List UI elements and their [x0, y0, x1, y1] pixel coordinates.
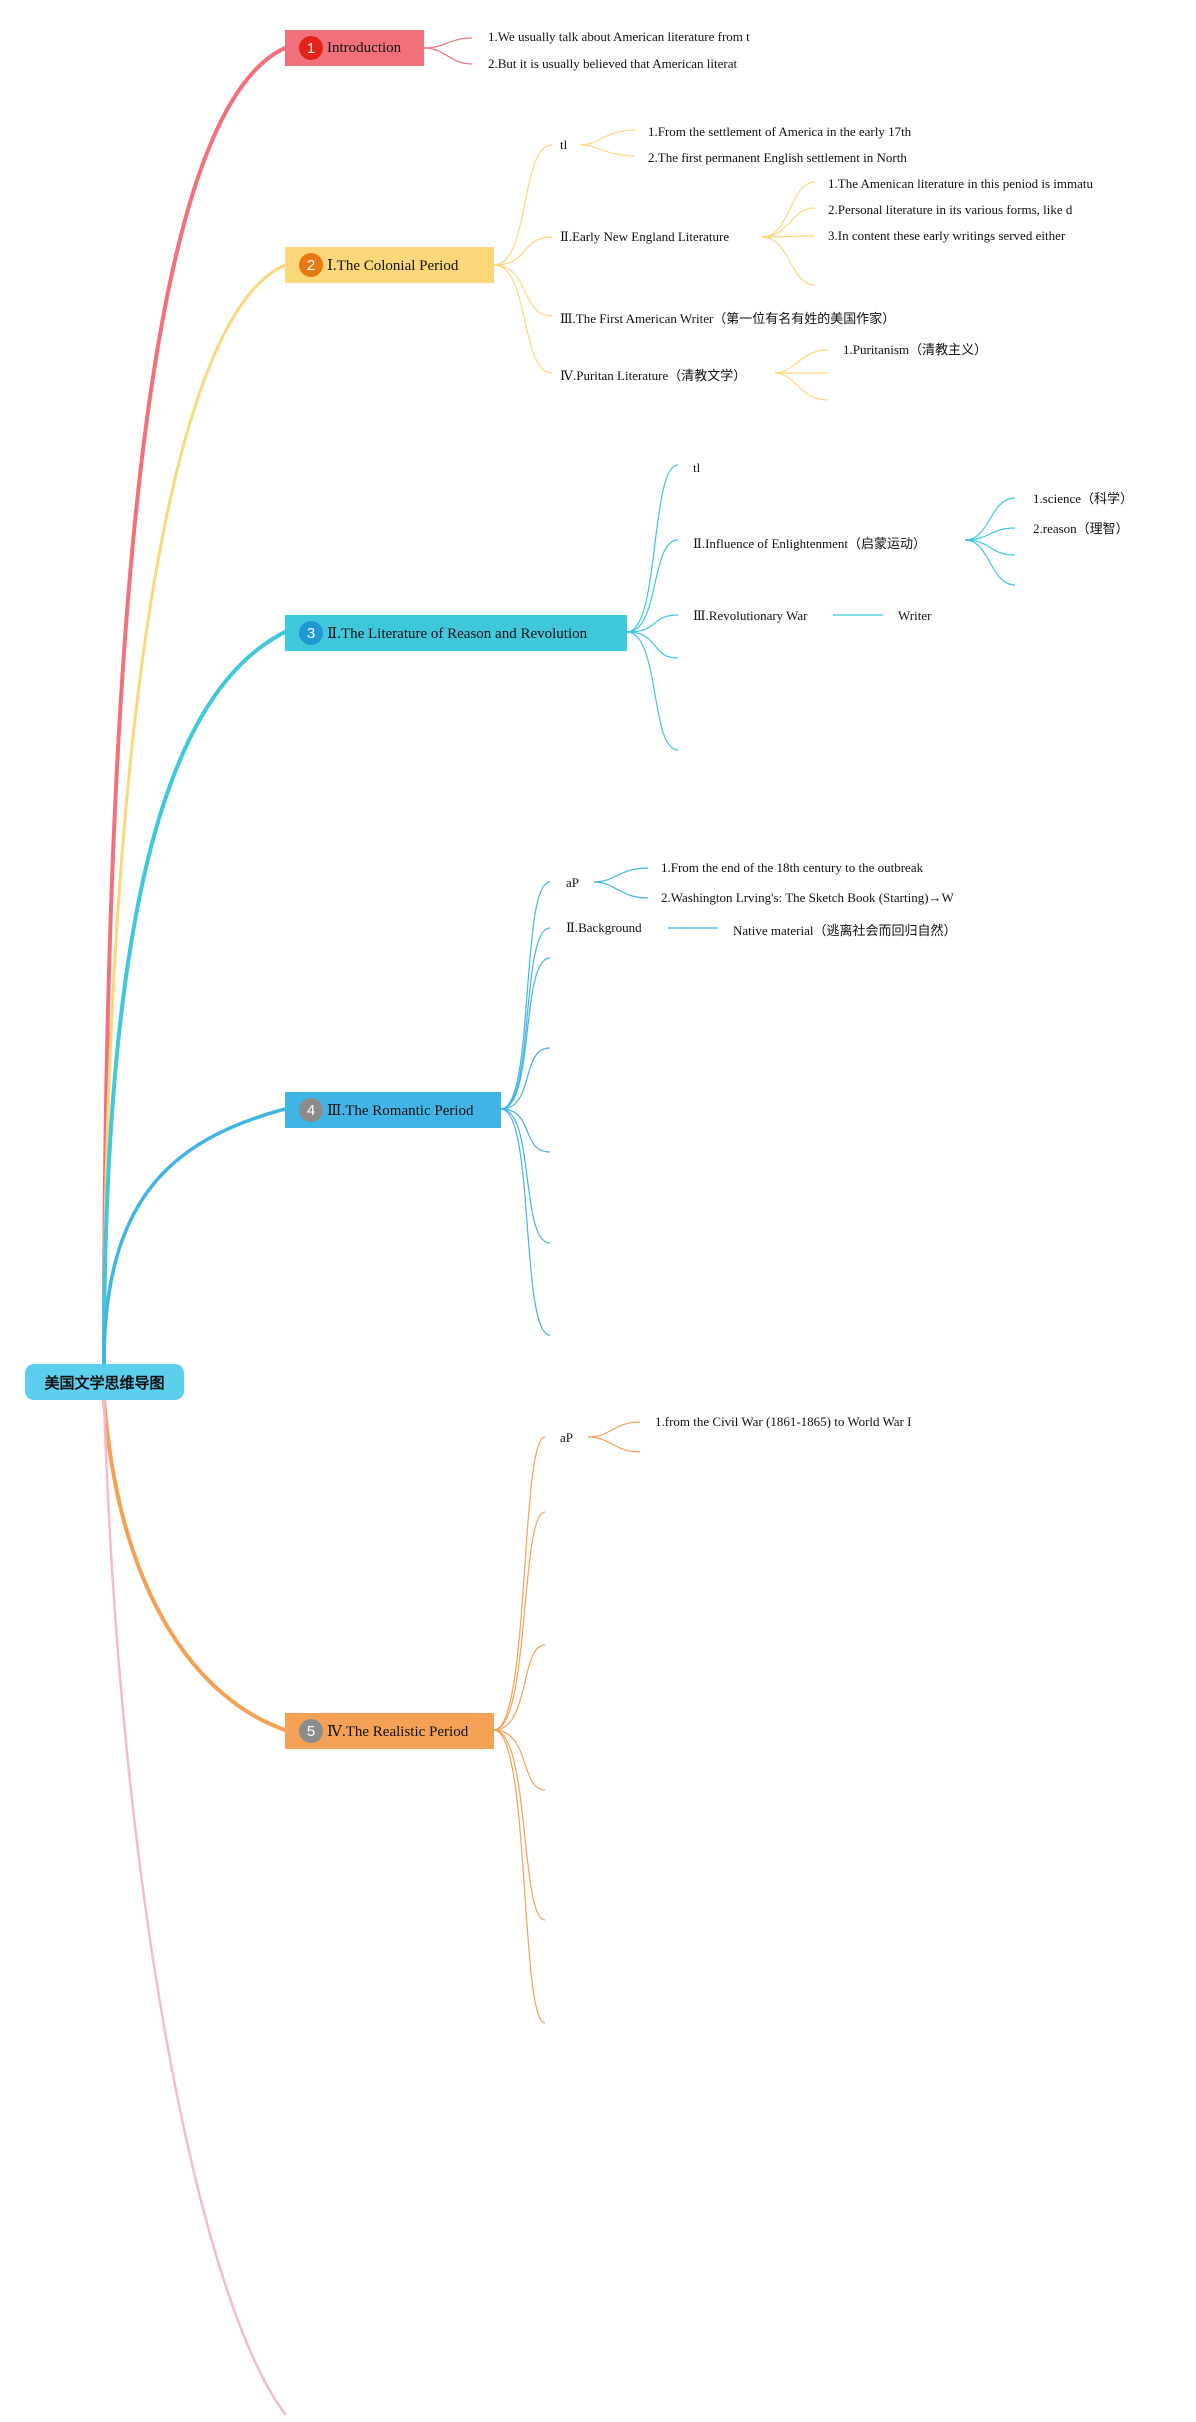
- reason-war[interactable]: Ⅲ.Revolutionary War: [693, 608, 808, 623]
- branch-realistic-label: Ⅳ.The Realistic Period: [327, 1723, 469, 1740]
- colonial-early-ne-child-3[interactable]: 3.In content these early writings served…: [828, 228, 1066, 243]
- colonial-tl-child-1[interactable]: 1.From the settlement of America in the …: [648, 124, 912, 139]
- edge-root-introduction: [102, 46, 287, 1366]
- badge-3-icon: 3: [299, 621, 323, 645]
- reason-influence[interactable]: Ⅱ.Influence of Enlightenment（启蒙运动）: [693, 536, 927, 551]
- edge-root-reason: [102, 630, 287, 1366]
- badge-2-icon: 2: [299, 253, 323, 277]
- colonial-puritan-child-1[interactable]: 1.Puritanism（清教主义）: [843, 342, 988, 357]
- branch-reason-label: Ⅱ.The Literature of Reason and Revolutio…: [327, 625, 588, 642]
- branch-introduction[interactable]: 1 Introduction: [285, 30, 424, 66]
- realistic-ap[interactable]: aP: [560, 1430, 573, 1445]
- reason-influence-child-2[interactable]: 2.reason（理智）: [1033, 521, 1129, 536]
- colonial-early-ne-child-1[interactable]: 1.The Amenican literature in this peniod…: [828, 176, 1093, 191]
- intro-child-2[interactable]: 2.But it is usually believed that Americ…: [488, 56, 738, 71]
- reason-influence-child-1[interactable]: 1.science（科学）: [1033, 491, 1134, 506]
- colonial-tl-child-2[interactable]: 2.The first permanent English settlement…: [648, 150, 907, 165]
- reason-tl[interactable]: tl: [693, 460, 701, 475]
- romantic-background[interactable]: Ⅱ.Background: [566, 920, 642, 935]
- branch-romantic[interactable]: 4 Ⅲ.The Romantic Period: [285, 1092, 501, 1128]
- edge-root-realistic: [102, 1398, 287, 1732]
- badge-1-icon: 1: [299, 36, 323, 60]
- colonial-early-ne-child-2[interactable]: 2.Personal literature in its various for…: [828, 202, 1073, 217]
- edge-root-colonial: [102, 263, 287, 1366]
- root-node[interactable]: 美国文学思维导图: [25, 1364, 184, 1400]
- colonial-first-writer[interactable]: Ⅲ.The First American Writer（第一位有名有姓的美国作家…: [560, 311, 896, 326]
- romantic-ap-child-2[interactable]: 2.Washington Lrving's: The Sketch Book (…: [661, 890, 954, 905]
- branch-colonial-label: Ⅰ.The Colonial Period: [327, 257, 459, 274]
- romantic-ap-child-1[interactable]: 1.From the end of the 18th century to th…: [661, 860, 924, 875]
- colonial-puritan[interactable]: Ⅳ.Puritan Literature（清教文学）: [560, 368, 747, 383]
- branch-colonial[interactable]: 2 Ⅰ.The Colonial Period: [285, 247, 494, 283]
- romantic-background-child[interactable]: Native material（逃离社会而回归自然）: [733, 923, 957, 938]
- branch-introduction-label: Introduction: [327, 39, 402, 56]
- root-label: 美国文学思维导图: [44, 1374, 165, 1392]
- branch-reason[interactable]: 3 Ⅱ.The Literature of Reason and Revolut…: [285, 615, 627, 651]
- realistic-ap-child-1[interactable]: 1.from the Civil War (1861-1865) to Worl…: [655, 1414, 912, 1429]
- branch-realistic[interactable]: 5 Ⅳ.The Realistic Period: [285, 1713, 494, 1749]
- colonial-early-ne[interactable]: Ⅱ.Early New England Literature: [560, 229, 730, 244]
- branch-romantic-label: Ⅲ.The Romantic Period: [327, 1102, 474, 1119]
- reason-war-child[interactable]: Writer: [898, 608, 932, 623]
- edge-root-romantic: [102, 1107, 287, 1366]
- badge-5-icon: 5: [299, 1719, 323, 1743]
- colonial-tl[interactable]: tl: [560, 137, 568, 152]
- romantic-ap[interactable]: aP: [566, 875, 579, 890]
- edge-root-extra: [102, 1398, 287, 2416]
- badge-4-icon: 4: [299, 1098, 323, 1122]
- intro-child-1[interactable]: 1.We usually talk about American literat…: [488, 29, 750, 44]
